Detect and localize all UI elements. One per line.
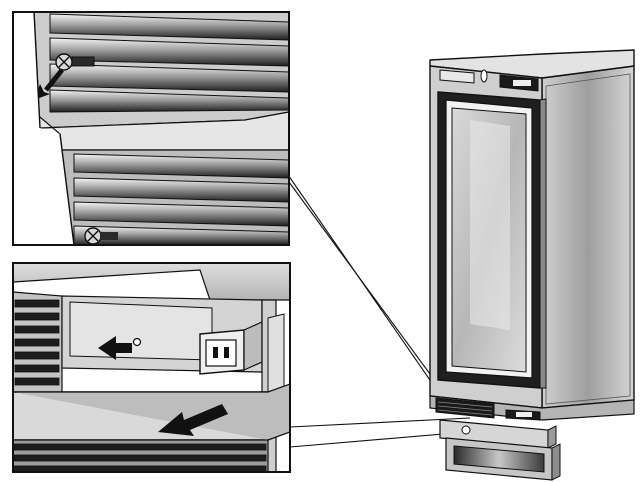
- base-ledge: [429, 395, 635, 421]
- arrow-left-icon: [98, 336, 132, 360]
- appliance: [429, 49, 635, 481]
- mounting-bracket: [69, 301, 213, 361]
- lower-detail-callout: [12, 262, 291, 473]
- arrow-down-left-icon: [34, 68, 64, 100]
- lower-callout-border: [12, 262, 291, 473]
- appliance-side-panel: [541, 65, 635, 409]
- leader-line-upper-b: [288, 181, 453, 405]
- screw-icon: [55, 53, 95, 71]
- arrow-down-left-icon: [158, 404, 228, 436]
- upper-detail-callout: [12, 11, 290, 246]
- mounting-hole: [132, 337, 142, 347]
- upper-callout-border: [12, 11, 290, 246]
- power-socket-icon: [199, 321, 263, 375]
- side-bracket: [267, 313, 285, 395]
- grille-icon: [435, 397, 541, 421]
- upper-louver-slats: [49, 13, 289, 113]
- control-panel-icon: [439, 69, 539, 92]
